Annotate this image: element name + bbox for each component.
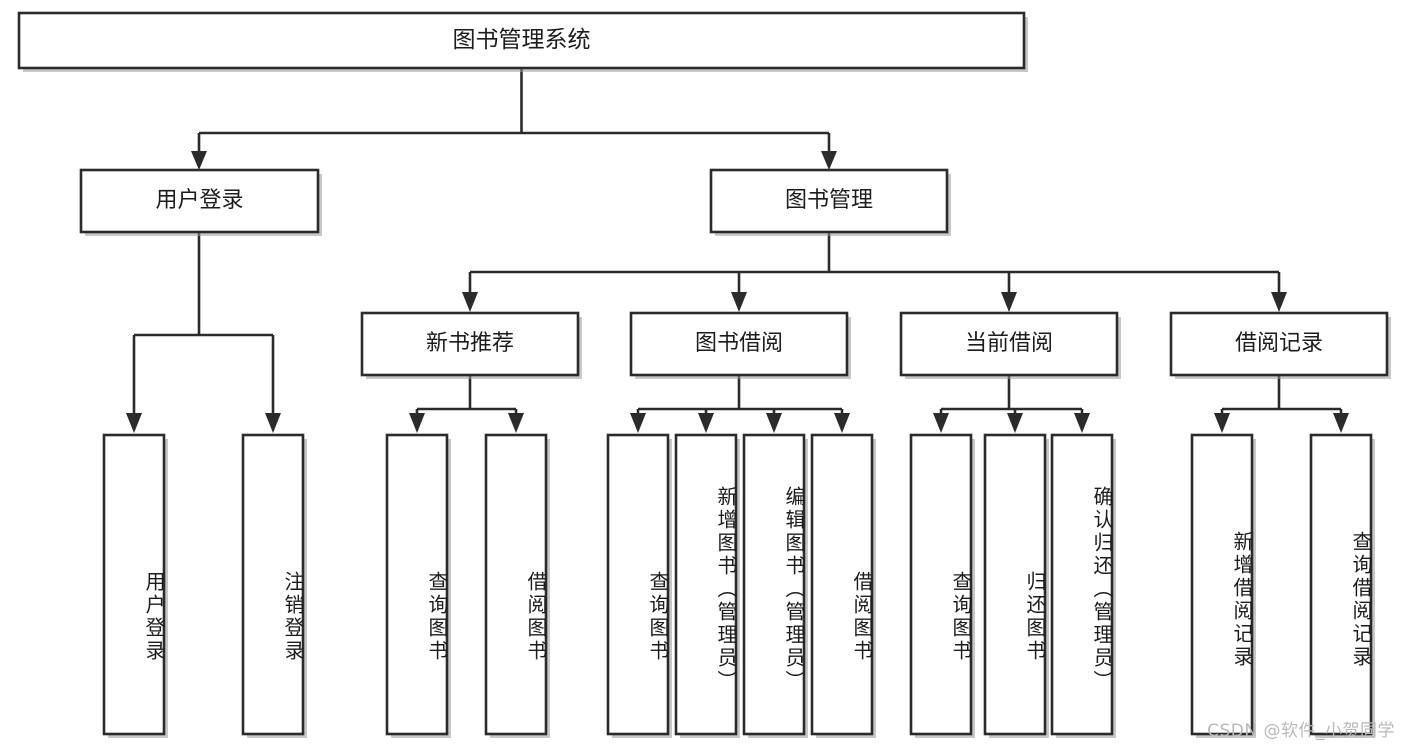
node-box-current-borrow[interactable] [899, 311, 1119, 377]
arrow-book-borrow-leaf-4 [834, 413, 850, 433]
node-box-leaf-query-borrow-record[interactable] [1309, 433, 1373, 736]
arrow-current-borrow-leaf-1 [933, 413, 949, 433]
node-box-root[interactable] [17, 11, 1026, 70]
arrow-book-manage-child-4 [1271, 292, 1287, 312]
arrow-root-to-book-manage [821, 151, 837, 170]
node-box-book-borrow[interactable] [629, 311, 849, 377]
arrow-book-manage-child-3 [1001, 292, 1017, 312]
arrow-book-borrow-leaf-2 [698, 413, 714, 433]
node-box-leaf-add-borrow-record[interactable] [1190, 433, 1254, 736]
node-box-user-login[interactable] [79, 168, 320, 234]
arrow-new-book-leaf-1 [409, 413, 425, 433]
node-box-leaf-query-book-rec[interactable] [385, 433, 449, 736]
node-box-leaf-return-book[interactable] [983, 433, 1047, 736]
node-box-leaf-add-book-admin[interactable] [674, 433, 738, 736]
arrow-user-login-leaf-2 [265, 413, 281, 433]
node-box-leaf-user-login[interactable] [102, 433, 166, 736]
connector-lines [126, 68, 1349, 433]
node-box-book-manage[interactable] [709, 168, 949, 234]
node-box-new-book-recommend[interactable] [360, 311, 580, 377]
node-box-leaf-logout[interactable] [241, 433, 305, 736]
arrow-root-to-user-login [191, 151, 207, 170]
node-box-leaf-confirm-return-admin[interactable] [1050, 433, 1114, 736]
arrow-book-borrow-leaf-1 [630, 413, 646, 433]
arrow-borrow-record-leaf-1 [1214, 413, 1230, 433]
node-box-leaf-borrow-book-rec[interactable] [484, 433, 548, 736]
node-box-leaf-borrow-book[interactable] [810, 433, 874, 736]
node-box-leaf-edit-book-admin[interactable] [742, 433, 806, 736]
arrow-book-manage-child-1 [462, 292, 478, 312]
arrow-user-login-leaf-1 [126, 413, 142, 433]
node-box-leaf-query-book-borrow[interactable] [606, 433, 670, 736]
arrow-book-manage-child-2 [731, 292, 747, 312]
node-box-leaf-query-book-current[interactable] [909, 433, 973, 736]
node-box-borrow-record[interactable] [1169, 311, 1389, 377]
arrow-book-borrow-leaf-3 [766, 413, 782, 433]
arrow-new-book-leaf-2 [508, 413, 524, 433]
arrow-borrow-record-leaf-2 [1333, 413, 1349, 433]
arrow-current-borrow-leaf-3 [1074, 413, 1090, 433]
node-boxes [17, 11, 1391, 738]
arrow-current-borrow-leaf-2 [1007, 413, 1023, 433]
